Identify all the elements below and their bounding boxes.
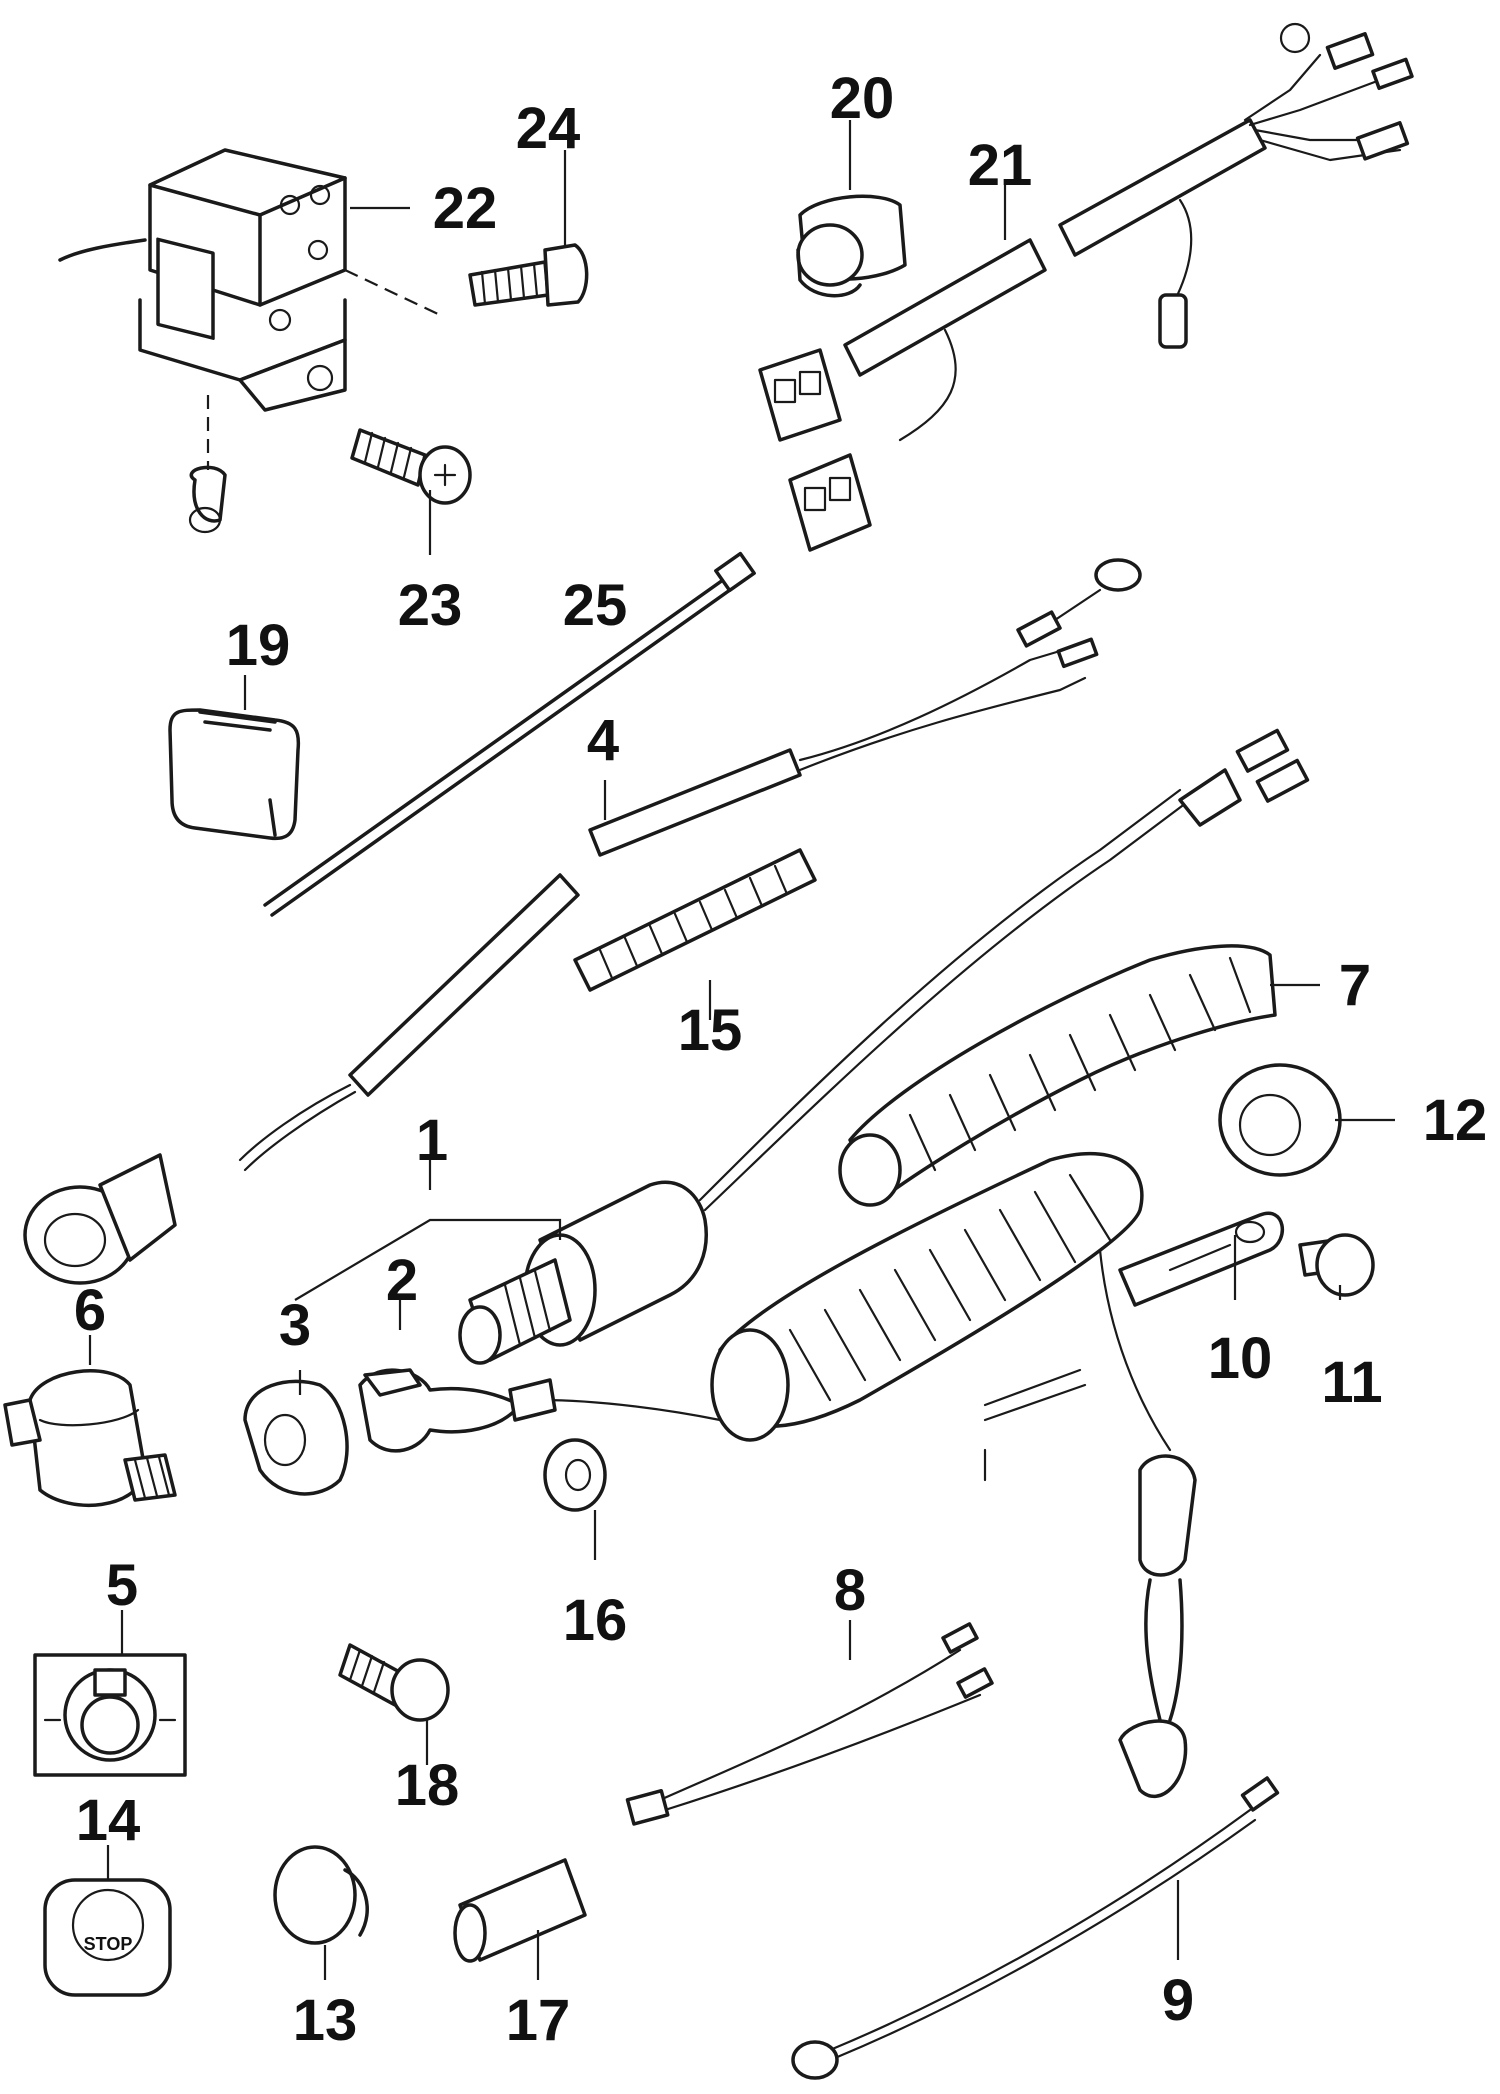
callout-12: 12 bbox=[1423, 1088, 1488, 1153]
callout-25: 25 bbox=[563, 573, 628, 638]
callout-14: 14 bbox=[76, 1788, 141, 1853]
leader-lines bbox=[88, 120, 1395, 1980]
callout-8: 8 bbox=[834, 1558, 866, 1623]
callout-9: 9 bbox=[1162, 1968, 1194, 2033]
callout-6: 6 bbox=[74, 1278, 106, 1343]
spiral-wrap-15 bbox=[573, 848, 817, 992]
callout-11: 11 bbox=[1321, 1350, 1382, 1415]
callout-16: 16 bbox=[563, 1588, 628, 1653]
switch-6 bbox=[3, 1369, 177, 1507]
switch-bracket bbox=[58, 148, 441, 534]
stop-switch-1 bbox=[458, 728, 1310, 1365]
ground-wire-9 bbox=[791, 1776, 1280, 2080]
callout-17: 17 bbox=[506, 1988, 571, 2053]
callout-5: 5 bbox=[106, 1553, 138, 1618]
callout-10: 10 bbox=[1208, 1326, 1273, 1391]
cap-13 bbox=[273, 1845, 369, 1945]
callout-numbers: 24 22 20 21 23 25 19 4 15 7 12 1 2 3 6 1… bbox=[74, 66, 1487, 2053]
washer-16 bbox=[543, 1438, 607, 1512]
callout-13: 13 bbox=[293, 1988, 358, 2053]
rubber-cap-19 bbox=[168, 708, 301, 841]
callout-1: 1 bbox=[416, 1108, 448, 1173]
callout-21: 21 bbox=[968, 133, 1033, 198]
wire-lead-4 bbox=[23, 558, 1142, 1285]
lanyard-cord-10 bbox=[358, 1151, 1285, 1798]
callout-23: 23 bbox=[398, 573, 463, 638]
bolt-11 bbox=[1298, 1233, 1375, 1297]
callout-22: 22 bbox=[433, 176, 498, 241]
sleeve-17 bbox=[453, 1858, 587, 1963]
wiring-harness-21 bbox=[758, 22, 1414, 552]
stop-plate-14: STOP bbox=[43, 1878, 172, 1997]
jumper-wire-8 bbox=[625, 1622, 994, 1826]
cable-tie-25 bbox=[263, 551, 756, 917]
callout-20: 20 bbox=[830, 66, 895, 131]
grommet-ring-12 bbox=[1218, 1063, 1342, 1177]
label-plate-5 bbox=[33, 1653, 187, 1777]
callout-18: 18 bbox=[395, 1753, 460, 1818]
screw-23 bbox=[350, 428, 472, 505]
callout-2: 2 bbox=[386, 1248, 418, 1313]
grommet-20 bbox=[796, 194, 907, 298]
callout-3: 3 bbox=[279, 1293, 311, 1358]
callout-24: 24 bbox=[516, 96, 581, 161]
stop-plate-text: STOP bbox=[84, 1934, 133, 1954]
callout-15: 15 bbox=[678, 998, 743, 1063]
screw-18 bbox=[338, 1643, 450, 1722]
callout-7: 7 bbox=[1339, 953, 1371, 1018]
clip-2 bbox=[363, 1368, 422, 1397]
screw-24 bbox=[468, 243, 589, 307]
nut-3 bbox=[243, 1379, 349, 1496]
callout-19: 19 bbox=[226, 613, 291, 678]
callout-4: 4 bbox=[587, 708, 619, 773]
corrugated-tube-7 bbox=[838, 944, 1277, 1207]
